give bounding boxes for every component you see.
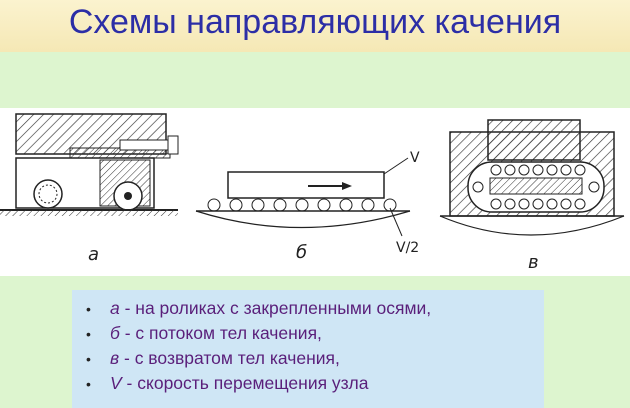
scheme-a-guide-hatch bbox=[0, 210, 178, 216]
bullet-icon: • bbox=[86, 301, 91, 317]
bullet-icon: • bbox=[86, 326, 91, 342]
scheme-a: а bbox=[0, 113, 179, 265]
label-a: а bbox=[88, 244, 99, 265]
label-V: V bbox=[410, 150, 420, 166]
scheme-a-roller-left bbox=[33, 179, 63, 209]
legend-text: - скорость перемещения узла bbox=[121, 373, 369, 393]
scheme-v-base-curve bbox=[439, 215, 625, 236]
scheme-b-carriage bbox=[227, 171, 385, 199]
slide-title: Схемы направляющих качения bbox=[68, 3, 562, 41]
legend-text: - с возвратом тел качения, bbox=[119, 348, 340, 368]
label-b: б bbox=[296, 242, 307, 263]
scheme-b-arrow-head bbox=[342, 182, 352, 190]
legend-letter: в bbox=[110, 348, 120, 368]
legend-item-V: • V - скорость перемещения узла bbox=[86, 371, 546, 396]
scheme-v-core bbox=[489, 177, 583, 195]
legend-box bbox=[72, 290, 544, 408]
scheme-b-rollers bbox=[207, 198, 397, 212]
scheme-a-axle bbox=[119, 139, 173, 151]
legend-list: • а - на роликах с закрепленными осями, •… bbox=[86, 296, 546, 396]
scheme-v: в bbox=[439, 119, 625, 273]
bullet-icon: • bbox=[86, 351, 91, 367]
scheme-a-roller-right-hub bbox=[124, 192, 132, 200]
rolling-guides-figure: а V V/2 б bbox=[0, 108, 630, 276]
label-V2: V/2 bbox=[396, 240, 419, 256]
legend-letter: V bbox=[110, 373, 122, 393]
scheme-b-leader-V2 bbox=[389, 207, 403, 237]
legend-text: - с потоком тел качения, bbox=[119, 323, 322, 343]
legend-item-b: • б - с потоком тел качения, bbox=[86, 321, 546, 346]
scheme-v-balls bbox=[472, 164, 600, 210]
legend-letter: б bbox=[110, 323, 120, 343]
legend-item-a: • а - на роликах с закрепленными осями, bbox=[86, 296, 546, 321]
bullet-icon: • bbox=[86, 376, 91, 392]
legend-text: - на роликах с закрепленными осями, bbox=[119, 298, 432, 318]
legend-letter: а bbox=[110, 298, 120, 318]
scheme-b-leader-V bbox=[383, 157, 409, 175]
scheme-b: V V/2 б bbox=[195, 150, 420, 263]
legend-item-v: • в - с возвратом тел качения, bbox=[86, 346, 546, 371]
scheme-v-carriage bbox=[487, 119, 581, 161]
scheme-a-bolt bbox=[167, 135, 179, 155]
scheme-a-roller-left-inner bbox=[38, 184, 58, 204]
title-bar bbox=[0, 0, 630, 52]
schemes-drawing: а V V/2 б bbox=[0, 113, 625, 273]
label-v: в bbox=[528, 252, 539, 273]
scheme-b-base-curve bbox=[195, 210, 411, 229]
